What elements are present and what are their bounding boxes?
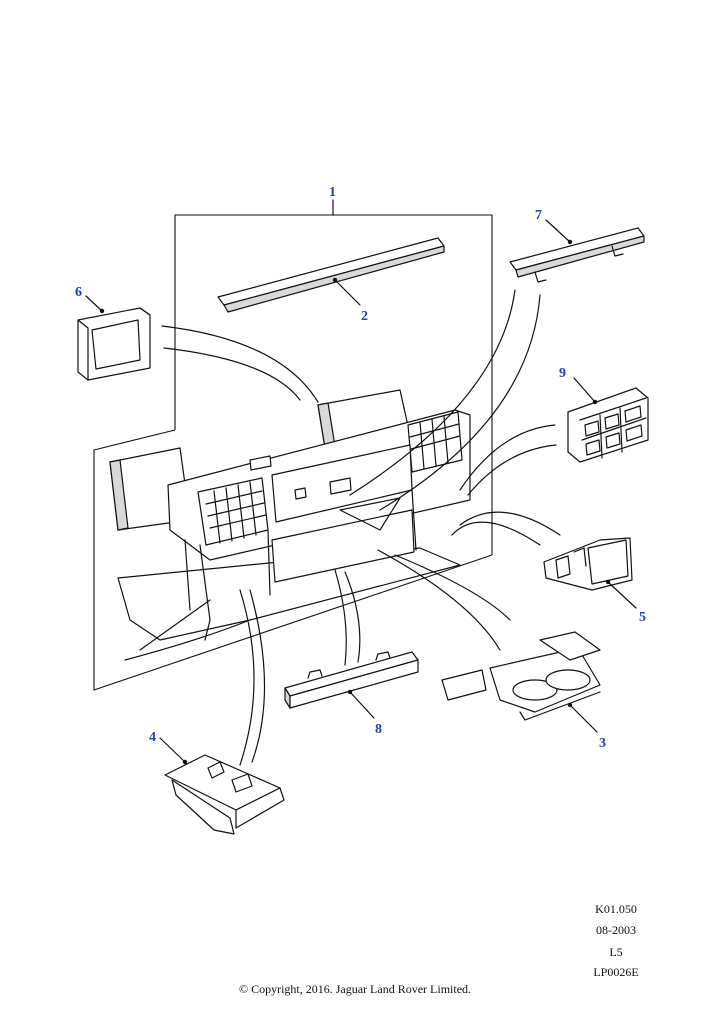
part-3-cup-holder (377, 549, 601, 733)
part-9-switch-panel (459, 377, 649, 496)
part-7-trim-strip (349, 219, 645, 511)
callout-1[interactable]: 1 (329, 185, 336, 200)
part-8-lower-strip (284, 569, 419, 719)
part-2-top-trim (217, 237, 445, 313)
callout-9[interactable]: 9 (559, 366, 566, 381)
callout-2[interactable]: 2 (361, 309, 368, 324)
callout-8[interactable]: 8 (375, 722, 382, 737)
reference-level: L5 (609, 945, 623, 959)
callout-7[interactable]: 7 (535, 208, 542, 223)
reference-code: K01.050 (595, 902, 637, 916)
copyright-notice: © Copyright, 2016. Jaguar Land Rover Lim… (238, 982, 472, 996)
callout-6[interactable]: 6 (75, 285, 82, 300)
part-6-vent-bezel (77, 295, 319, 403)
callout-3[interactable]: 3 (599, 736, 606, 751)
part-5-ashtray-housing (451, 511, 637, 609)
part-4-bracket-tray (159, 589, 285, 835)
illustration-number: LP0026E (593, 965, 639, 979)
callout-5[interactable]: 5 (639, 610, 646, 625)
callout-4[interactable]: 4 (149, 730, 156, 745)
left-vent-grille (205, 481, 267, 544)
reference-date: 08-2003 (596, 923, 636, 937)
right-vent-grille (409, 415, 461, 470)
console-housing (109, 389, 471, 661)
